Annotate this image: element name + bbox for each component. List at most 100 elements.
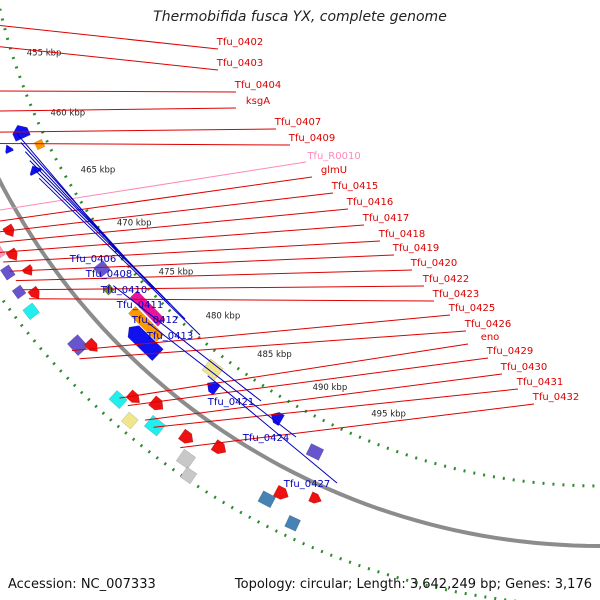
forward-gene-label: Tfu_0409: [288, 133, 335, 144]
forward-gene-label: glmU: [321, 165, 347, 176]
cyan-gene-box: [143, 414, 166, 437]
reverse-gene-arrow: [5, 144, 14, 155]
reverse-label-leader: [112, 285, 262, 402]
forward-gene-arrow: [177, 428, 194, 444]
reverse-gene-label: Tfu_0424: [242, 433, 289, 444]
kbp-tick-label: 490 kbp: [313, 383, 348, 393]
forward-label-leader: [144, 373, 503, 421]
forward-gene-arrow: [210, 439, 227, 455]
violet-gene-box: [11, 284, 27, 300]
reverse-gene-label: Tfu_0406: [69, 254, 116, 265]
forward-gene-label: Tfu_0431: [516, 377, 563, 388]
forward-gene-label: Tfu_0425: [448, 303, 495, 314]
forward-label-leader: [22, 285, 425, 291]
genome-backbone: [0, 176, 600, 548]
reverse-label-leader: [29, 160, 186, 320]
forward-gene-label: Tfu_0407: [274, 117, 321, 128]
kbp-tick-label: 475 kbp: [159, 268, 194, 278]
forward-label-leader: [0, 128, 277, 133]
forward-gene-label: Tfu_0403: [216, 58, 263, 69]
forward-gene-label: Tfu_0430: [500, 362, 547, 373]
forward-label-leader: [9, 254, 395, 272]
reverse-gene-label: Tfu_0413: [146, 331, 193, 342]
forward-gene-arrow: [308, 491, 322, 504]
grey-gene-box: [175, 448, 197, 470]
forward-label-leader: [3, 240, 381, 263]
forward-gene-label: Tfu_0432: [532, 392, 579, 403]
forward-gene-label: eno: [481, 332, 500, 343]
olive-gene-box: [102, 283, 115, 296]
forward-gene-arrow: [27, 285, 40, 300]
forward-label-leader: [153, 388, 519, 428]
reverse-gene-label: Tfu_0408: [85, 269, 132, 280]
steel-gene-box: [284, 514, 301, 532]
violet-gene-box: [66, 334, 89, 357]
rna-label-leader: [0, 161, 307, 211]
forward-gene-arrow: [148, 395, 164, 411]
forward-gene-label: Tfu_0417: [362, 213, 409, 224]
violet-gene-box: [0, 264, 16, 281]
inner-dotted-track: [0, 2, 600, 488]
forward-gene-label: Tfu_0402: [216, 37, 263, 48]
forward-label-leader: [0, 90, 237, 93]
cyan-gene-box: [108, 390, 128, 410]
kbp-tick-label: 480 kbp: [206, 312, 241, 322]
forward-label-leader: [0, 46, 219, 71]
forward-gene-label: Tfu_0416: [346, 197, 393, 208]
forward-label-leader: [15, 269, 413, 282]
kbp-tick-label: 485 kbp: [257, 350, 292, 360]
forward-gene-label: ksgA: [246, 96, 270, 107]
forward-label-leader: [0, 208, 349, 243]
reverse-label-leader: [38, 177, 201, 336]
backbone-line: [0, 176, 600, 548]
reverse-label-leader: [147, 322, 297, 438]
forward-gene-label: Tfu_0429: [486, 346, 533, 357]
orange-gene-box: [128, 305, 165, 342]
reverse-gene-label: Tfu_0410: [100, 285, 147, 296]
forward-label-leader: [79, 330, 467, 360]
reverse-label-leader: [207, 375, 338, 484]
forward-label-leader: [180, 403, 535, 449]
steel-gene-box: [257, 490, 277, 509]
forward-gene-label: Tfu_0422: [422, 274, 469, 285]
forward-gene-label: Tfu_0404: [234, 80, 281, 91]
reverse-gene-label: Tfu_0421: [207, 397, 254, 408]
forward-gene-arrow: [5, 247, 18, 261]
forward-gene-arrow: [2, 223, 15, 238]
forward-gene-label: Tfu_0426: [464, 319, 511, 330]
forward-gene-label: Tfu_0420: [410, 258, 457, 269]
forward-label-leader: [71, 314, 451, 351]
forward-gene-label: Tfu_0419: [392, 243, 439, 254]
cyan-gene-box: [22, 302, 40, 321]
forward-label-leader: [0, 224, 365, 253]
reverse-label-leader: [34, 169, 171, 305]
forward-label-leader: [0, 143, 291, 146]
accession-text: Accession: NC_007333: [8, 577, 156, 592]
forward-gene-label: Tfu_0415: [331, 181, 378, 192]
rna-gene-label: Tfu_R0010: [306, 151, 360, 162]
reverse-gene-label: Tfu_0427: [283, 479, 330, 490]
kbp-tick-label: 495 kbp: [371, 410, 406, 420]
reverse-gene-label: Tfu_0412: [131, 315, 178, 326]
kbp-tick-label: 455 kbp: [27, 49, 62, 59]
kbp-tick-label: 465 kbp: [81, 165, 116, 175]
forward-label-leader: [0, 176, 313, 222]
forward-label-leader: [0, 24, 219, 50]
forward-label-leader: [119, 343, 469, 399]
reverse-gene-arrow: [12, 125, 31, 142]
forward-label-leader: [28, 298, 435, 302]
map-title: Thermobifida fusca YX, complete genome: [153, 9, 447, 25]
forward-label-leader: [0, 107, 237, 112]
forward-gene-label: Tfu_0418: [378, 229, 425, 240]
kbp-tick-label: 470 kbp: [117, 219, 152, 229]
forward-label-leader: [127, 357, 489, 407]
khaki-gene-box: [120, 411, 139, 430]
orange-gene-box: [33, 138, 46, 151]
forward-gene-label: Tfu_0423: [432, 289, 479, 300]
grey-gene-box: [179, 466, 198, 485]
forward-label-leader: [0, 192, 334, 233]
